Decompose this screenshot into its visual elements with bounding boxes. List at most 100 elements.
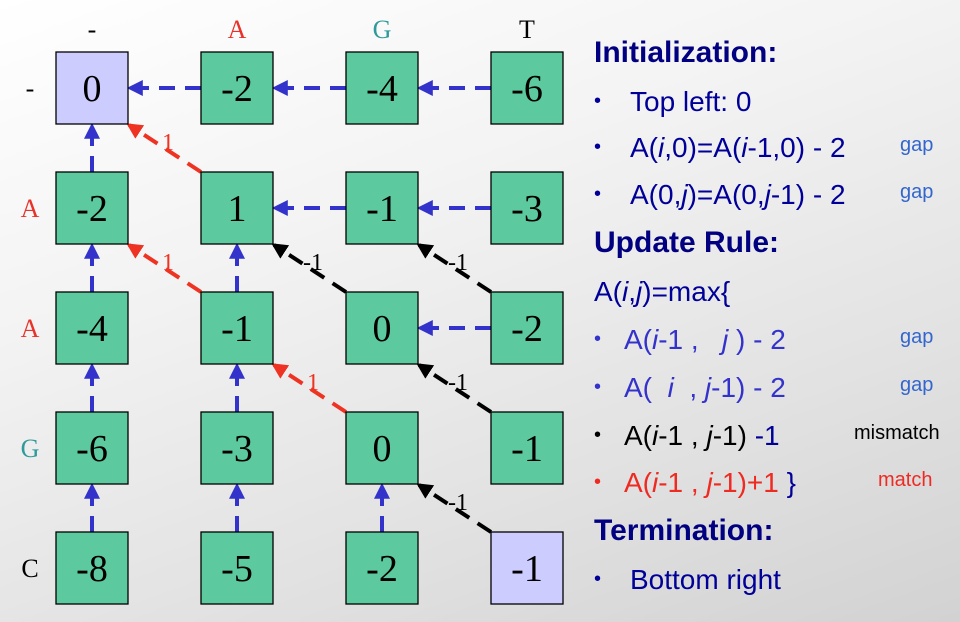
matrix-cell: -2 bbox=[200, 51, 274, 125]
row-header: A bbox=[21, 314, 40, 343]
cell-box bbox=[490, 171, 564, 245]
init-item-top-left: •Top left: 0 bbox=[594, 86, 752, 117]
matrix-cell: -1 bbox=[490, 531, 564, 605]
cell-box bbox=[490, 531, 564, 605]
cell-box bbox=[490, 411, 564, 485]
bullet: • bbox=[594, 328, 602, 350]
match-arrow bbox=[126, 243, 203, 294]
match-arrow bbox=[271, 363, 348, 414]
cell-box bbox=[200, 531, 274, 605]
cell-box bbox=[345, 51, 419, 125]
cell-value: -1 bbox=[511, 428, 543, 470]
cell-box bbox=[55, 171, 129, 245]
cell-box bbox=[55, 411, 129, 485]
matrix-cell: -2 bbox=[490, 291, 564, 365]
cell-value: -2 bbox=[511, 308, 543, 350]
mismatch-score-label: -1 bbox=[303, 250, 323, 276]
match-tag: match bbox=[878, 469, 933, 491]
cell-value: -5 bbox=[221, 548, 253, 590]
mismatch-score-label: -1 bbox=[448, 490, 468, 516]
match-score-label: 1 bbox=[307, 370, 319, 396]
matrix-cell: -3 bbox=[490, 171, 564, 245]
cell-box bbox=[490, 51, 564, 125]
matrix-cell: -1 bbox=[200, 291, 274, 365]
cell-value: 0 bbox=[373, 308, 392, 350]
column-header: - bbox=[88, 15, 97, 44]
cell-value: -2 bbox=[221, 68, 253, 110]
row-header: A bbox=[21, 194, 40, 223]
matrix-cell: -3 bbox=[200, 411, 274, 485]
mismatch-score-label: -1 bbox=[448, 250, 468, 276]
rule-gap-horizontal: •A( i , j-1) - 2 bbox=[594, 372, 786, 403]
bullet: • bbox=[594, 424, 602, 446]
cell-value: -2 bbox=[76, 188, 108, 230]
mismatch-tag: mismatch bbox=[854, 422, 940, 444]
gap-tag: gap bbox=[900, 326, 934, 348]
init-item-first-row: •A(0,j)=A(0,j-1) - 2 bbox=[594, 179, 846, 210]
row-header: G bbox=[21, 434, 40, 463]
matrix-cell: 0 bbox=[55, 51, 129, 125]
cell-box bbox=[200, 51, 274, 125]
rule-match: •A(i-1 , j-1)+1 } bbox=[594, 467, 796, 498]
cell-box bbox=[345, 531, 419, 605]
mismatch-arrow bbox=[416, 363, 493, 414]
row-header: C bbox=[21, 554, 38, 583]
cell-box bbox=[345, 171, 419, 245]
matrix-cell: -8 bbox=[55, 531, 129, 605]
cell-value: 1 bbox=[228, 188, 247, 230]
matrix-cell: -6 bbox=[55, 411, 129, 485]
bullet: • bbox=[594, 183, 602, 205]
termination-heading: Termination: bbox=[594, 514, 774, 547]
matrix-cell: 0 bbox=[345, 411, 419, 485]
cell-value: -2 bbox=[366, 548, 398, 590]
arrows-layer: 1 1 1 -1 -1 -1 -1 bbox=[84, 80, 493, 534]
matrix-cell: -2 bbox=[55, 171, 129, 245]
mismatch-arrow bbox=[416, 243, 493, 294]
cells-layer: 0 -2 -4 -6 -2 1 -1 -3 -4 -1 0 -2 -6 -3 0 -1 -8 -5 -2 -1 bbox=[55, 51, 564, 605]
cell-box bbox=[200, 171, 274, 245]
cell-value: -3 bbox=[511, 188, 543, 230]
termination-item: •Bottom right bbox=[594, 564, 781, 595]
max-formula: A(i,j)=max{ bbox=[594, 276, 731, 307]
cell-value: -4 bbox=[366, 68, 398, 110]
bullet: • bbox=[594, 471, 602, 493]
row-header: - bbox=[26, 74, 35, 103]
cell-box bbox=[200, 411, 274, 485]
column-header: A bbox=[228, 15, 247, 44]
column-header: T bbox=[519, 15, 535, 44]
matrix-cell: -4 bbox=[345, 51, 419, 125]
matrix-cell: -6 bbox=[490, 51, 564, 125]
matrix-cell: -4 bbox=[55, 291, 129, 365]
gap-tag: gap bbox=[900, 134, 934, 156]
matrix-cell: -2 bbox=[345, 531, 419, 605]
cell-value: -4 bbox=[76, 308, 108, 350]
cell-value: -8 bbox=[76, 548, 108, 590]
rule-gap-vertical: •A(i-1 , j ) - 2 bbox=[594, 324, 786, 355]
bullet: • bbox=[594, 136, 602, 158]
cell-value: -1 bbox=[511, 548, 543, 590]
cell-value: 0 bbox=[83, 68, 102, 110]
match-arrow bbox=[126, 123, 203, 174]
bullet: • bbox=[594, 568, 602, 590]
update-rule-heading: Update Rule: bbox=[594, 226, 780, 259]
bullet: • bbox=[594, 376, 602, 398]
gap-tag: gap bbox=[900, 374, 934, 396]
cell-box bbox=[345, 291, 419, 365]
matrix-cell: 0 bbox=[345, 291, 419, 365]
mismatch-score-label: -1 bbox=[448, 370, 468, 396]
cell-value: -1 bbox=[221, 308, 253, 350]
cell-box bbox=[345, 411, 419, 485]
initialization-heading: Initialization: bbox=[594, 36, 778, 69]
matrix-cell: 1 bbox=[200, 171, 274, 245]
cell-value: -6 bbox=[511, 68, 543, 110]
match-score-label: 1 bbox=[162, 250, 174, 276]
rule-mismatch: •A(i-1 , j-1) -1 bbox=[594, 420, 780, 451]
cell-value: 0 bbox=[373, 428, 392, 470]
cell-value: -1 bbox=[366, 188, 398, 230]
cell-box bbox=[55, 291, 129, 365]
cell-box bbox=[490, 291, 564, 365]
mismatch-arrow bbox=[416, 483, 493, 534]
matrix-cell: -1 bbox=[490, 411, 564, 485]
